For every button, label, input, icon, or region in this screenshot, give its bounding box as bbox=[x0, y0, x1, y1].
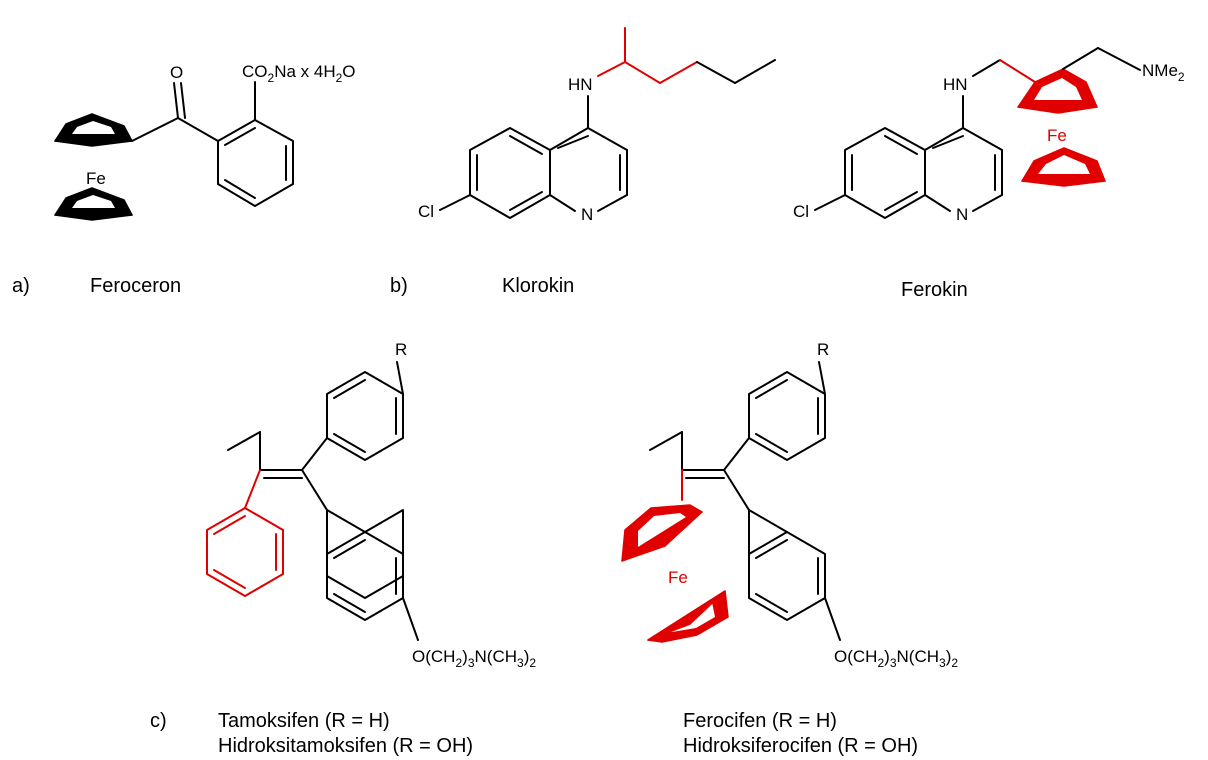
ferocifen-structure: R Fe O(CH2)3N(CH3)2 bbox=[621, 340, 958, 670]
cp-ring-bottom bbox=[54, 187, 133, 221]
chlorine-label: Cl bbox=[418, 202, 434, 221]
r-group-label-2: R bbox=[817, 340, 829, 359]
benzene-ring-a bbox=[217, 119, 294, 207]
panel-b-letter: b) bbox=[390, 275, 408, 297]
dimethylamino-label: NMe2 bbox=[1142, 61, 1185, 84]
ferrocifen-cp-bottom bbox=[647, 590, 729, 643]
ferokin-structure: N Cl HN Fe NMe2 bbox=[793, 47, 1185, 224]
iron-label-red-2: Fe bbox=[668, 568, 688, 587]
klorokin-side-chain bbox=[597, 27, 698, 84]
ferokin-caption: Ferokin bbox=[901, 279, 968, 301]
quinoline-nitrogen-2: N bbox=[956, 205, 968, 224]
cp-ring-top bbox=[54, 113, 133, 147]
amine-nh-label: HN bbox=[568, 75, 593, 94]
carbonyl-oxygen: O bbox=[170, 63, 183, 82]
iron-label: Fe bbox=[86, 169, 106, 188]
ferocifen-caption: Ferocifen (R = H) bbox=[683, 710, 837, 732]
quinoline-nitrogen: N bbox=[581, 205, 593, 224]
iron-label-red: Fe bbox=[1047, 126, 1067, 145]
feroceron-structure: Fe O CO2Na x 4H2O bbox=[54, 62, 356, 221]
ether-chain-label: O(CH2)3N(CH3)2 bbox=[412, 647, 536, 670]
ferrocene-red-top bbox=[1017, 68, 1098, 114]
tamoksifen-structure: R O(CH2)3N(CH3)2 bbox=[206, 340, 536, 670]
chlorine-label-2: Cl bbox=[793, 202, 809, 221]
amine-nh-label-2: HN bbox=[943, 75, 968, 94]
sodium-carboxylate-label: CO2Na x 4H2O bbox=[242, 62, 356, 85]
hidroksiferocifen-caption: Hidroksiferocifen (R = OH) bbox=[683, 735, 918, 757]
tamoksifen-caption: Tamoksifen (R = H) bbox=[218, 710, 390, 732]
ferrocifen-cp-top bbox=[621, 504, 703, 562]
klorokin-caption: Klorokin bbox=[502, 275, 574, 297]
r-group-label: R bbox=[395, 340, 407, 359]
feroceron-caption: Feroceron bbox=[90, 275, 181, 297]
klorokin-structure: N Cl HN bbox=[418, 27, 776, 224]
hidroksitamoksifen-caption: Hidroksitamoksifen (R = OH) bbox=[218, 735, 473, 757]
panel-a-letter: a) bbox=[12, 275, 30, 297]
ferrocene-red-bottom bbox=[1021, 147, 1106, 187]
ether-chain-label-2: O(CH2)3N(CH3)2 bbox=[834, 647, 958, 670]
panel-c-letter: c) bbox=[150, 710, 167, 732]
